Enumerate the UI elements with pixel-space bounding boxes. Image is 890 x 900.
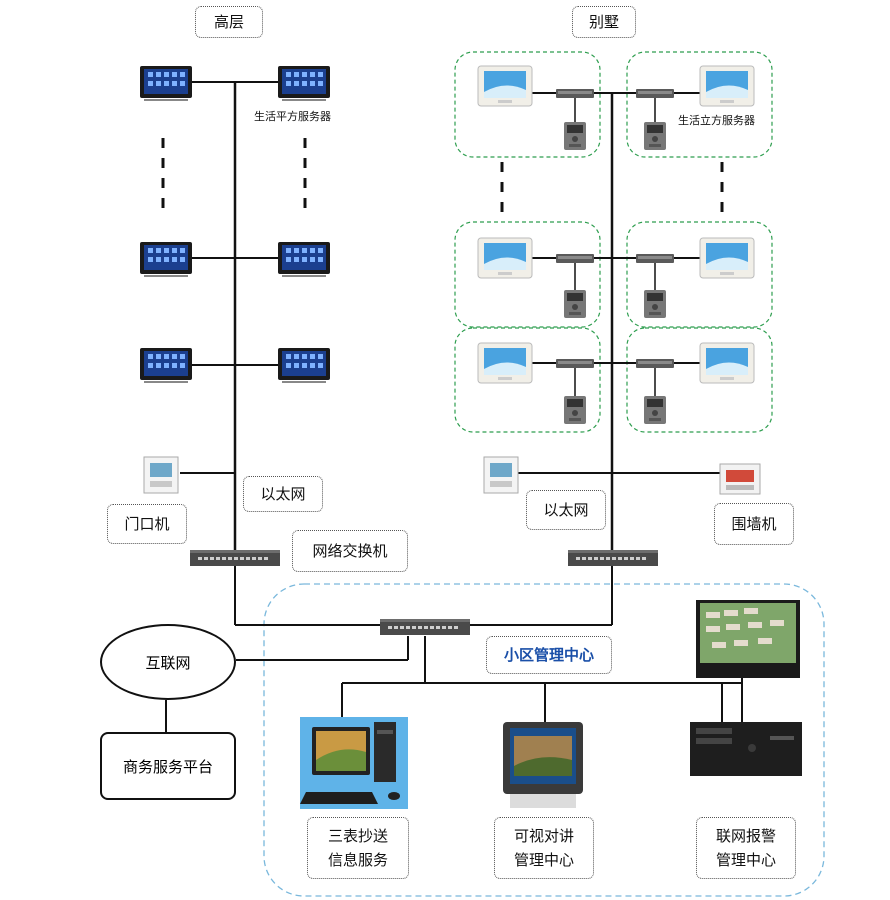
ethernet-label-right: 以太网 bbox=[526, 490, 606, 530]
indoor-panel-icon bbox=[140, 66, 192, 101]
pc-workstation-icon bbox=[300, 717, 408, 809]
intercom-center-line2: 管理中心 bbox=[513, 851, 574, 869]
ethernet-label-left: 以太网 bbox=[243, 476, 323, 512]
indoor-panel-icon bbox=[278, 66, 330, 101]
highrise-server-label: 生活平方服务器 bbox=[254, 110, 331, 123]
alarm-center-line1: 联网报警 bbox=[715, 827, 776, 845]
indoor-panel-icon bbox=[140, 242, 192, 277]
indoor-panel-icon bbox=[278, 348, 330, 383]
network-switch-icon bbox=[190, 550, 280, 566]
outdoor-station-icon bbox=[644, 122, 666, 150]
aerial-monitor-icon bbox=[696, 600, 800, 678]
meter-service-label: 三表抄送 信息服务 bbox=[307, 817, 409, 879]
business-platform-node: 商务服务平台 bbox=[100, 732, 236, 800]
alarm-center-label: 联网报警 管理中心 bbox=[696, 817, 796, 879]
management-center-title: 小区管理中心 bbox=[486, 636, 612, 674]
intercom-center-label: 可视对讲 管理中心 bbox=[494, 817, 594, 879]
management-center-boundary bbox=[263, 583, 825, 897]
network-switch-label: 网络交换机 bbox=[292, 530, 408, 572]
highrise-section-label: 高层 bbox=[195, 6, 263, 38]
core-switch-icon bbox=[380, 619, 470, 635]
wall-unit-icon bbox=[719, 463, 761, 495]
rack-server-icon bbox=[690, 722, 802, 776]
villa-server-label: 生活立方服务器 bbox=[678, 114, 755, 127]
villa-panel-icon bbox=[699, 65, 755, 107]
villa-section bbox=[454, 51, 773, 566]
door-unit-icon bbox=[143, 456, 179, 494]
villa-section-label: 别墅 bbox=[572, 6, 636, 38]
intercom-terminal-icon bbox=[503, 722, 583, 808]
meter-service-line1: 三表抄送 bbox=[327, 827, 388, 845]
highrise-section bbox=[140, 66, 330, 566]
door-unit-icon bbox=[483, 456, 519, 494]
internet-node: 互联网 bbox=[100, 624, 236, 700]
indoor-panel-icon bbox=[140, 348, 192, 383]
alarm-center-line2: 管理中心 bbox=[715, 851, 776, 869]
villa-panel-icon bbox=[477, 65, 533, 107]
switch-icon bbox=[556, 89, 594, 98]
meter-service-line2: 信息服务 bbox=[327, 851, 388, 869]
door-unit-label: 门口机 bbox=[107, 504, 187, 544]
network-switch-icon bbox=[568, 550, 658, 566]
switch-icon bbox=[636, 89, 674, 98]
outdoor-station-icon bbox=[564, 122, 586, 150]
wall-unit-label: 围墙机 bbox=[714, 503, 794, 545]
intercom-center-line1: 可视对讲 bbox=[513, 827, 574, 845]
indoor-panel-icon bbox=[278, 242, 330, 277]
